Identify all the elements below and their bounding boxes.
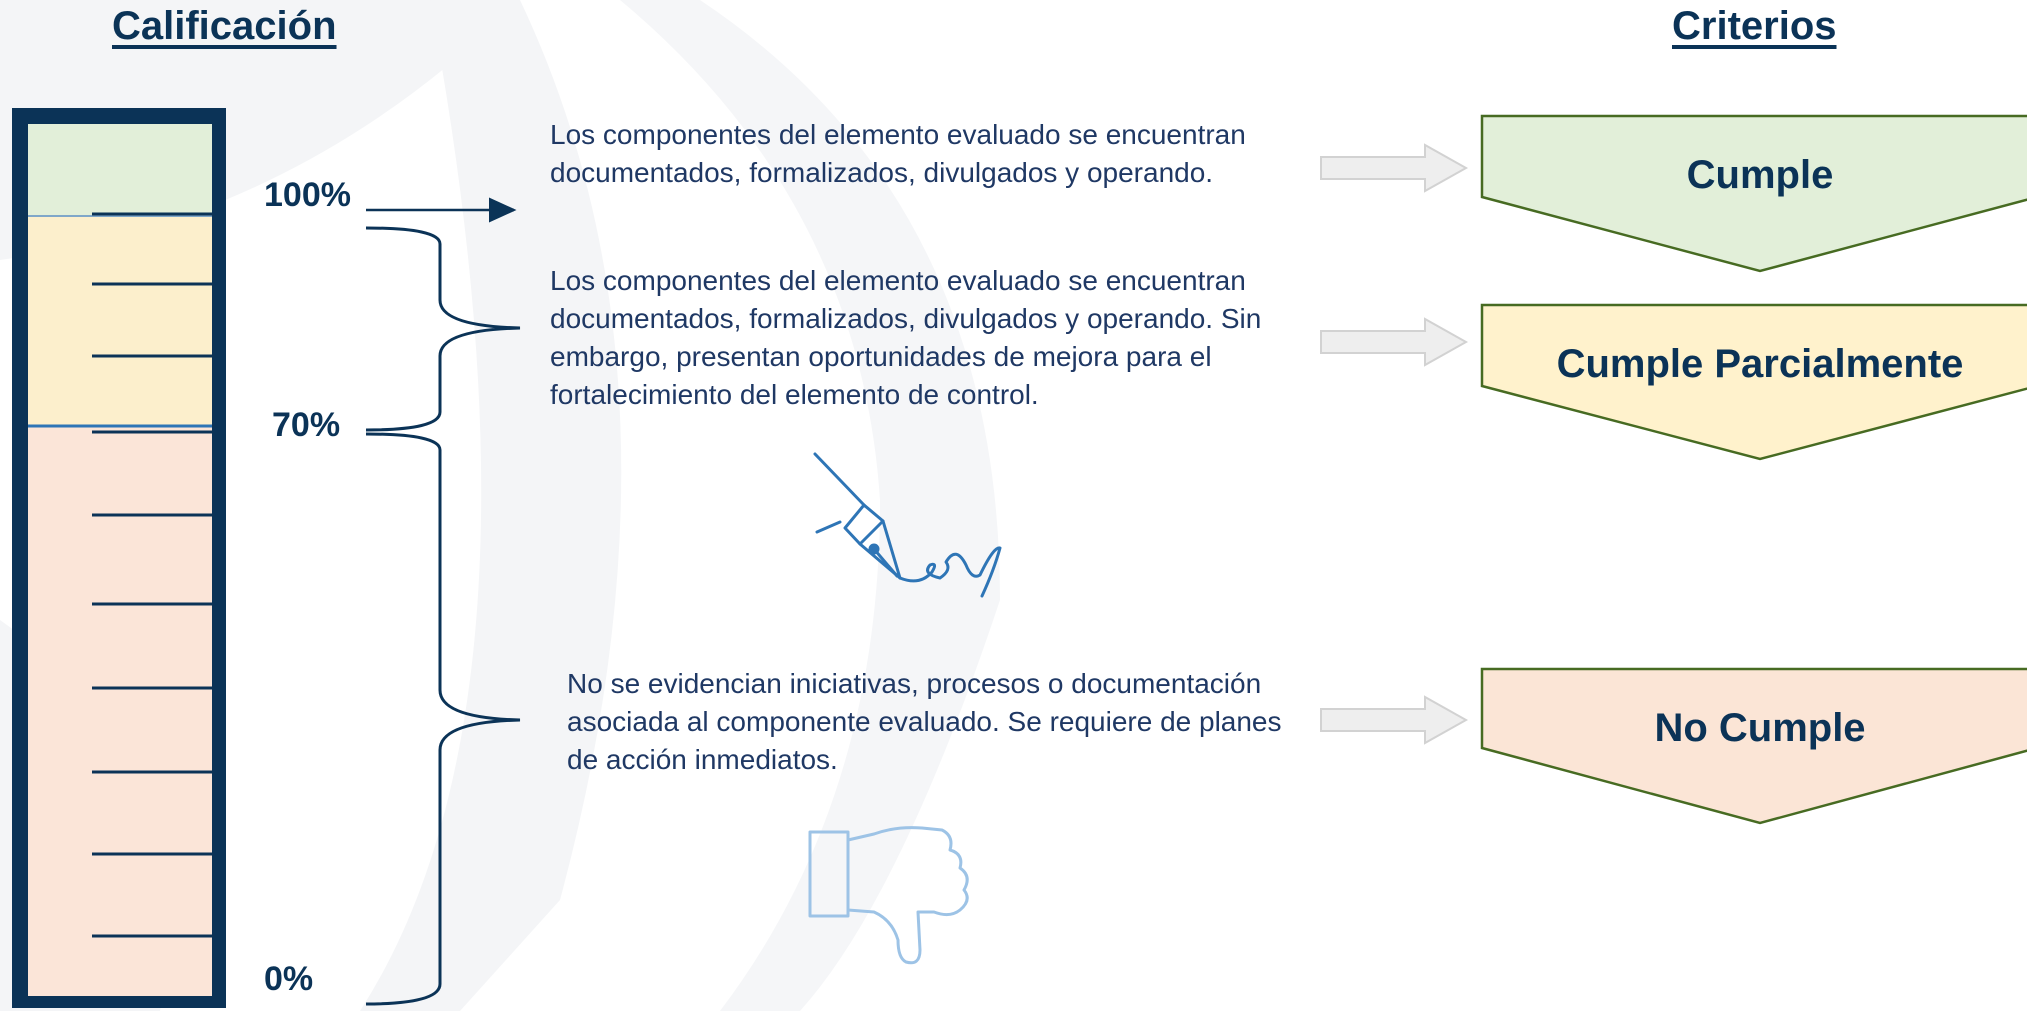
thumbs-down-icon [808,826,969,965]
block-arrows [1320,143,1469,745]
band-not-met [28,426,212,996]
criterios-heading: Criterios [1672,4,1837,48]
description-parcial: Los componentes del elemento evaluado se… [550,265,1262,410]
band-partial [28,216,212,426]
brace-partial [365,226,521,432]
brace-not-met [365,432,521,1006]
description-cumple: Los componentes del elemento evaluado se… [550,119,1246,188]
band-over-full [28,124,212,216]
label-70-percent: 70% [272,406,341,444]
description-no-cumple: No se evidencian iniciativas, procesos o… [567,668,1282,775]
criterion-label-cumple: Cumple [1686,153,1834,197]
block-arrow-no-cumple [1320,695,1469,745]
criterion-shape-cumple [1480,114,2027,273]
block-arrow-cumple [1320,143,1469,193]
calificacion-heading: Calificación [112,4,337,48]
score-bar-ticks [92,212,212,938]
criterion-label-parcial: Cumple Parcialmente [1556,342,1964,386]
fountain-pen-signature-icon [813,452,1002,598]
label-100-percent: 100% [264,176,351,214]
block-arrow-parcial [1320,317,1469,367]
criterion-shape-no-cumple [1480,667,2027,825]
score-bar [12,108,226,1008]
criterion-shape-parcial [1480,303,2027,461]
label-0-percent: 0% [264,960,314,998]
criterion-label-no-cumple: No Cumple [1654,706,1866,750]
